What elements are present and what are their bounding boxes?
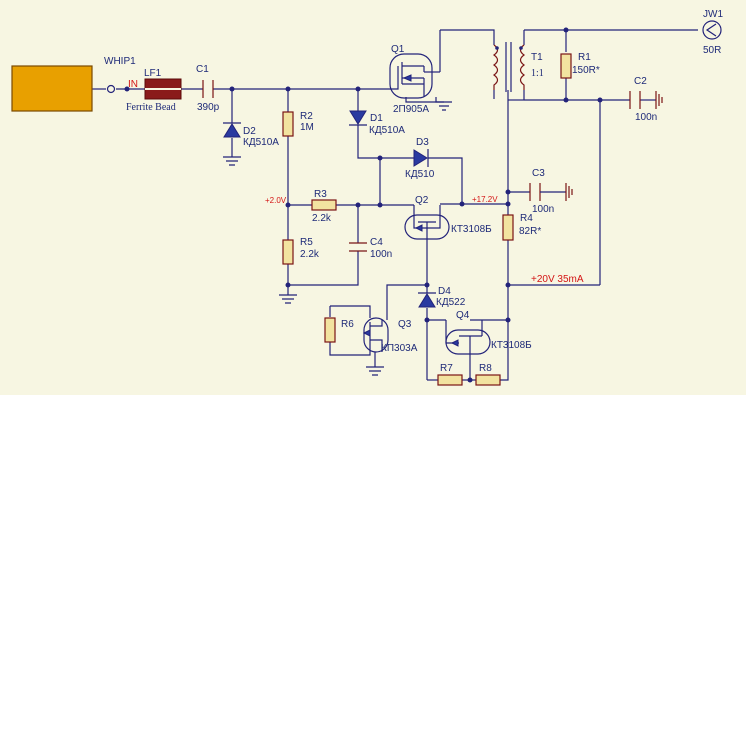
c1-label: C1 (196, 64, 209, 75)
d3-value: КД510 (405, 169, 435, 180)
diode-d4 (418, 292, 436, 308)
diode-d3 (413, 149, 429, 167)
r3-value: 2.2k (312, 213, 332, 224)
q2-label: Q2 (415, 195, 429, 206)
resistor-r4 (502, 214, 514, 241)
voltage-2v-label: +2.0V (265, 196, 287, 205)
c4-label: C4 (370, 237, 383, 248)
capacitor-c4 (349, 242, 367, 252)
transistor-q4 (445, 320, 491, 355)
resistor-r1 (560, 53, 572, 79)
q1-label: Q1 (391, 44, 405, 55)
d2-value: КД510А (243, 137, 279, 148)
q4-value: КТ3108Б (491, 340, 532, 351)
transistor-q2 (404, 205, 450, 240)
resistor-r8 (475, 374, 501, 386)
d1-value: КД510А (369, 125, 405, 136)
c3-label: C3 (532, 168, 545, 179)
ground-q1 (436, 101, 452, 111)
r3-label: R3 (314, 189, 327, 200)
d1-label: D1 (370, 113, 383, 124)
r4-value: 82R* (519, 226, 541, 237)
lf1-label: LF1 (144, 68, 162, 79)
d4-value: КД522 (436, 297, 466, 308)
voltage-20v-label: +20V 35mA (531, 274, 584, 285)
connector-jw1 (702, 20, 722, 40)
jw1-value: 50R (703, 45, 721, 56)
r5-label: R5 (300, 237, 313, 248)
q3-value: КП303А (381, 343, 418, 354)
r2-value: 1M (300, 122, 314, 133)
circuit-diagram: WHIP1 IN LF1 Ferrite Bead C1 390p D2 КД5… (11, 9, 723, 386)
antenna-element (11, 65, 93, 112)
jfet-q3 (362, 317, 389, 353)
diode-d1 (349, 110, 367, 126)
capacitor-c2 (629, 91, 641, 109)
capacitor-c1 (202, 80, 214, 98)
ground-d2 (223, 156, 241, 166)
mosfet-q1 (389, 53, 433, 99)
c3-value: 100n (532, 204, 554, 215)
c4-value: 100n (370, 249, 392, 260)
c2-label: C2 (634, 76, 647, 87)
q4-label: Q4 (456, 310, 470, 321)
jw1-label: JW1 (703, 9, 723, 20)
capacitor-c3 (529, 183, 566, 201)
c1-value: 390p (197, 102, 220, 113)
q1-value: 2П905А (393, 104, 429, 115)
resistor-r6 (324, 317, 336, 343)
r6-label: R6 (341, 319, 354, 330)
ground-q3 (366, 366, 384, 376)
resistor-r2 (282, 111, 294, 137)
resistor-r7 (437, 374, 463, 386)
transformer-t1 (492, 42, 526, 92)
r8-label: R8 (479, 363, 492, 374)
q3-label: Q3 (398, 319, 412, 330)
voltage-17v-label: +17.2V (472, 195, 498, 204)
ground-c3 (565, 183, 573, 201)
ferrite-bead (144, 78, 182, 100)
r1-value: 150R* (572, 65, 600, 76)
r1-label: R1 (578, 52, 591, 63)
ground-r5 (279, 285, 297, 304)
d2-label: D2 (243, 126, 256, 137)
r4-label: R4 (520, 213, 533, 224)
t1-ratio: 1:1 (531, 68, 544, 79)
c2-value: 100n (635, 112, 657, 123)
d3-label: D3 (416, 137, 429, 148)
diode-d2 (223, 122, 241, 138)
q2-value: КТ3108Б (451, 224, 492, 235)
r5-value: 2.2k (300, 249, 320, 260)
antenna-terminal (106, 84, 116, 94)
t1-label: T1 (531, 52, 543, 63)
d4-label: D4 (438, 286, 451, 297)
r2-label: R2 (300, 111, 313, 122)
r7-label: R7 (440, 363, 453, 374)
resistor-r3 (311, 199, 337, 211)
whip1-label: WHIP1 (104, 56, 136, 67)
schematic-canvas: WHIP1 IN LF1 Ferrite Bead C1 390p D2 КД5… (0, 0, 746, 395)
in-pin-label: IN (128, 79, 138, 90)
ferrite-bead-label: Ferrite Bead (126, 102, 176, 113)
ground-c2 (655, 91, 663, 109)
wires (92, 29, 698, 381)
resistor-r5 (282, 239, 294, 265)
